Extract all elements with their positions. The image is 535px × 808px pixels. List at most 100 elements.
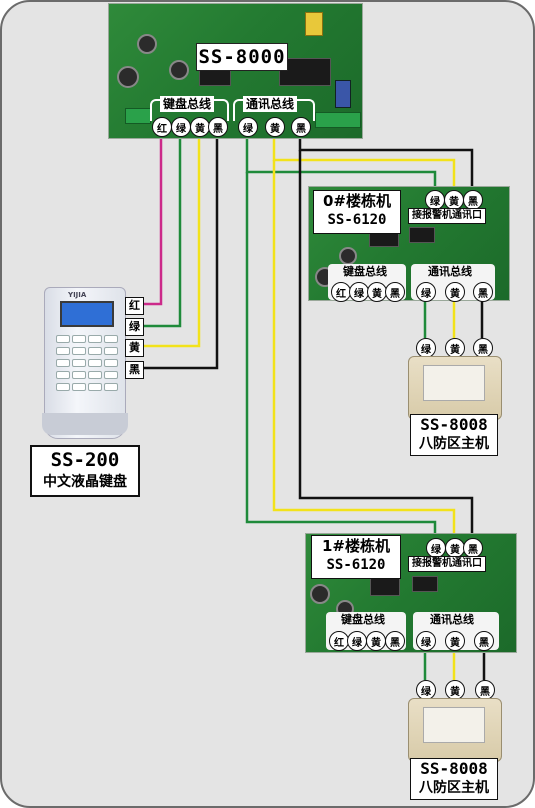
- module-1-title: 1#楼栋机: [321, 537, 390, 555]
- keypad-key: [104, 347, 118, 355]
- module-0-alarm-port-label: 接报警机通讯口: [408, 208, 486, 224]
- module-1-model: SS-6120: [326, 557, 386, 573]
- keypad-key: [104, 383, 118, 391]
- keypad-key: [88, 335, 102, 343]
- main-panel-model-label: SS-8000: [196, 43, 288, 71]
- main-panel-terminal-left: [125, 108, 151, 124]
- host-1-pin-black: 黑: [475, 680, 495, 700]
- module-0-title-box: 0#楼栋机 SS-6120: [313, 190, 401, 234]
- keypad-key: [88, 347, 102, 355]
- wire-yellow-keypad: [141, 128, 201, 348]
- module-0-keypad-pin-yellow: 黄: [367, 282, 387, 302]
- keypad-key: [88, 359, 102, 367]
- wire-green-comm-0: [245, 128, 437, 190]
- module-1-keypad-pin-yellow: 黄: [366, 631, 386, 651]
- module-1-keypad-pin-red: 红: [329, 631, 349, 651]
- module-1-alarm-port-label: 接报警机通讯口: [408, 556, 486, 572]
- host-1-description: 八防区主机: [419, 780, 489, 796]
- module-0-chip-2: [409, 227, 435, 243]
- keypad-pin-red: 红: [125, 297, 144, 315]
- keypad-key: [56, 371, 70, 379]
- module-0-comm-pin-yellow: 黄: [445, 282, 465, 302]
- main-keypad-pin-yellow: 黄: [190, 117, 210, 137]
- keypad-label-box: SS-200 中文液晶键盘: [30, 445, 140, 497]
- main-panel-capacitor-2: [137, 34, 157, 54]
- wire-red-keypad: [141, 128, 163, 306]
- module-0-port-pin-yellow: 黄: [444, 190, 464, 210]
- keypad-key: [72, 335, 86, 343]
- keypad-key: [56, 335, 70, 343]
- wire-yellow-comm-0: [272, 128, 456, 190]
- module-0-keypad-pin-green: 绿: [349, 282, 369, 302]
- keypad-key: [104, 359, 118, 367]
- host-1-device: [408, 698, 502, 762]
- module-1-chip-2: [412, 576, 438, 592]
- keypad-key: [72, 371, 86, 379]
- wire-black-comm-0: [298, 128, 474, 190]
- main-keypad-pin-red: 红: [152, 117, 172, 137]
- module-1-comm-bus-label: 通讯总线: [430, 613, 474, 626]
- keypad-key: [72, 359, 86, 367]
- host-0-keypad-panel: [423, 365, 485, 401]
- keypad-pin-black: 黑: [125, 361, 144, 379]
- main-comm-pin-yellow: 黄: [265, 117, 285, 137]
- keypad-lcd: [60, 301, 114, 327]
- host-0-pin-yellow: 黄: [445, 338, 465, 358]
- module-1-chip: [370, 578, 400, 596]
- keypad-key: [72, 347, 86, 355]
- module-1-port-pin-black: 黑: [463, 538, 483, 558]
- keypad-pin-yellow: 黄: [125, 339, 144, 357]
- main-keypad-pin-green: 绿: [171, 117, 191, 137]
- host-1-pin-green: 绿: [416, 680, 436, 700]
- host-1-label-box: SS-8008 八防区主机: [410, 758, 498, 800]
- host-1-model: SS-8008: [420, 759, 488, 778]
- keypad-stand: [42, 413, 128, 435]
- module-0-port-pin-green: 绿: [425, 190, 445, 210]
- keypad-pin-green: 绿: [125, 318, 144, 336]
- module-1-keypad-bus-label: 键盘总线: [341, 613, 385, 626]
- host-0-description: 八防区主机: [419, 436, 489, 452]
- main-comm-pin-green: 绿: [238, 117, 258, 137]
- host-0-label-box: SS-8008 八防区主机: [410, 414, 498, 456]
- module-1-comm-pin-black: 黑: [474, 631, 494, 651]
- module-1-comm-pin-green: 绿: [416, 631, 436, 651]
- main-panel-capacitor: [117, 66, 139, 88]
- module-1-port-pin-yellow: 黄: [445, 538, 465, 558]
- module-1-keypad-pin-green: 绿: [347, 631, 367, 651]
- keypad-key: [72, 383, 86, 391]
- module-0-title: 0#楼栋机: [322, 192, 391, 210]
- wire-black-comm-1: [298, 150, 474, 538]
- module-1-comm-pin-yellow: 黄: [445, 631, 465, 651]
- module-0-keypad-pin-red: 红: [331, 282, 351, 302]
- module-0-comm-pin-green: 绿: [416, 282, 436, 302]
- module-1-capacitor: [310, 584, 330, 604]
- module-0-keypad-bus-label: 键盘总线: [343, 265, 387, 278]
- keypad-photo: YIJIA: [38, 285, 132, 440]
- main-panel-capacitor-3: [169, 60, 189, 80]
- keypad-description: 中文液晶键盘: [43, 474, 127, 490]
- main-panel-terminal-right: [315, 112, 361, 128]
- module-0-keypad-pin-black: 黑: [385, 282, 405, 302]
- main-panel-db-connector: [335, 80, 351, 108]
- host-0-model: SS-8008: [420, 415, 488, 434]
- keypad-key: [56, 347, 70, 355]
- main-comm-bus-label: 通讯总线: [243, 96, 298, 112]
- module-1-port-pin-green: 绿: [426, 538, 446, 558]
- module-0-capacitor-2: [339, 247, 357, 265]
- keypad-brand: YIJIA: [68, 291, 87, 299]
- main-keypad-pin-black: 黑: [208, 117, 228, 137]
- module-1-keypad-pin-black: 黑: [385, 631, 405, 651]
- keypad-key: [56, 359, 70, 367]
- keypad-key: [88, 383, 102, 391]
- keypad-key: [104, 371, 118, 379]
- module-1-title-box: 1#楼栋机 SS-6120: [311, 535, 401, 579]
- host-1-pin-yellow: 黄: [445, 680, 465, 700]
- main-keypad-bus-label: 键盘总线: [160, 96, 215, 112]
- main-panel-relay: [305, 12, 323, 36]
- wire-yellow-comm-1: [272, 160, 456, 538]
- keypad-model: SS-200: [50, 449, 120, 471]
- host-0-device: [408, 356, 502, 420]
- keypad-key: [104, 335, 118, 343]
- host-1-keypad-panel: [423, 707, 485, 743]
